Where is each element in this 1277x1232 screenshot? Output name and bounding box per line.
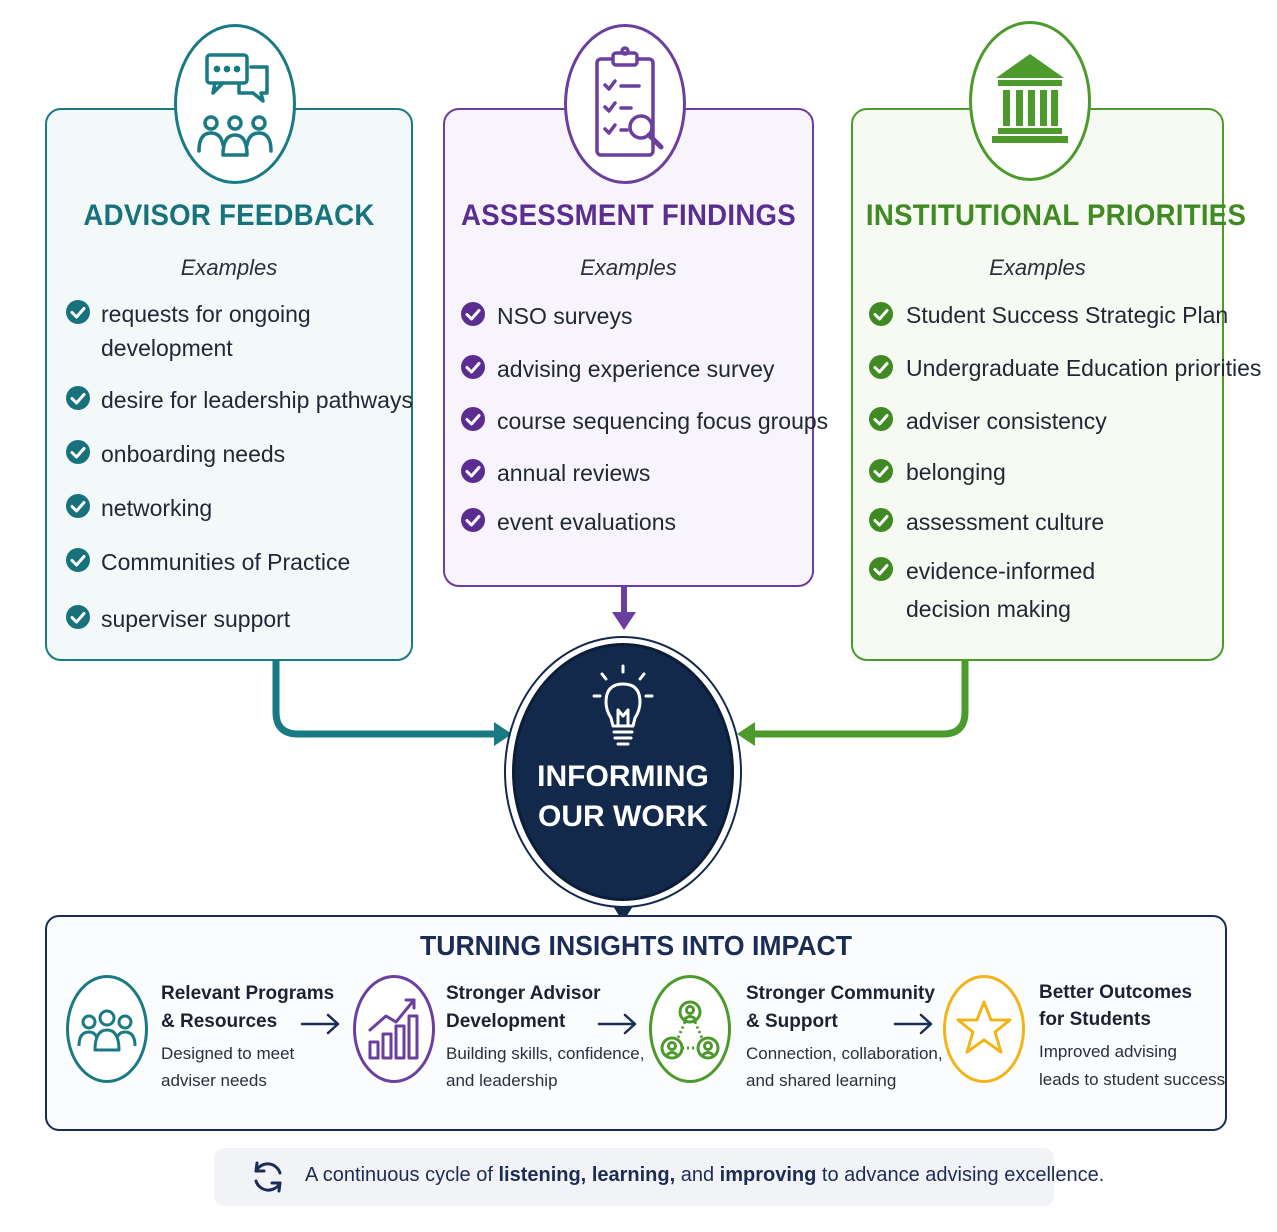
check-icon [869,355,893,379]
footer-word-learning: learning, [591,1164,676,1186]
advisor-feedback-item: superviser support [101,606,291,632]
advisor-feedback-icon-circle [174,24,296,184]
footer-prefix: A continuous cycle of [305,1164,499,1186]
chat-people-icon [197,53,273,157]
teal-connector [272,661,497,738]
step-description: Connection, collaboration, [746,1044,943,1063]
check-icon [869,407,893,431]
assessment-findings-card [443,108,814,587]
step-title: Development [446,1011,566,1032]
institutional-priorities-item: evidence-informed [906,558,1096,584]
check-icon [869,508,893,532]
check-icon [66,300,90,324]
right-arrow-icon [597,1013,637,1035]
footer-mid: and [675,1164,720,1186]
institution-building-icon [992,54,1068,143]
advisor-feedback-item: Communities of Practice [101,549,351,575]
assessment-findings-examples-label: Examples [580,255,677,280]
footer-banner [214,1148,1054,1206]
advisor-feedback-item: networking [101,495,213,521]
assessment-findings-item: NSO surveys [497,303,633,329]
step-title: Stronger Community [746,983,935,1004]
step-description: Improved advising [1039,1042,1177,1061]
impact-title: TURNING INSIGHTS INTO IMPACT [419,930,853,961]
institutional-priorities-examples-label: Examples [989,255,1086,280]
footer-word-improving: improving [719,1164,817,1186]
check-icon [66,605,90,629]
check-icon [869,302,893,326]
footer-text: A continuous cycle of listening, learnin… [305,1164,1104,1187]
checklist-magnifier-icon [595,46,664,157]
advisor-feedback-item: desire for leadership pathways [101,387,413,413]
people-group-icon [77,1009,137,1052]
step-title: & Support [746,1011,838,1032]
assessment-findings-title: ASSESSMENT FINDINGS [461,199,796,232]
step-description: adviser needs [161,1071,267,1090]
star-icon [956,1000,1012,1054]
impact-panel [45,915,1227,1131]
advisor-feedback-item: requests for ongoing [101,301,311,327]
right-arrow-icon [300,1013,340,1035]
step-title: Stronger Advisor [446,983,601,1004]
institutional-priorities-item: decision making [906,596,1071,622]
check-icon [869,557,893,581]
purple-arrowhead [612,612,636,630]
footer-word-listening: listening, [498,1164,587,1186]
assessment-findings-icon-circle [564,24,686,184]
teal-arrowhead [494,722,512,746]
step-icon-circle [353,975,435,1083]
center-title-line2: OUR WORK [538,800,708,833]
step-description: and leadership [446,1071,558,1090]
step-description: Building skills, confidence, [446,1044,645,1063]
right-arrow-icon [893,1013,933,1035]
step-description: leads to student success [1039,1070,1226,1089]
network-people-icon [660,1000,720,1060]
step-icon-circle [649,975,731,1083]
advisor-feedback-item: development [101,335,233,361]
step-description: and shared learning [746,1071,897,1090]
growth-chart-icon [368,998,419,1060]
check-icon [66,440,90,464]
advisor-feedback-examples-label: Examples [180,255,278,280]
institutional-priorities-card [851,108,1224,661]
step-icon-circle [943,975,1025,1083]
step-title: & Resources [161,1011,278,1032]
step-title: Better Outcomes [1039,982,1193,1003]
institutional-priorities-item: Undergraduate Education priorities [906,355,1262,381]
institutional-priorities-icon-circle [969,21,1091,181]
assessment-findings-item: event evaluations [497,509,677,535]
green-connector [752,661,969,738]
footer-suffix: to advance advising excellence. [816,1164,1105,1186]
step-icon-circle [66,975,148,1083]
check-icon [461,355,485,379]
green-arrowhead [737,722,755,746]
check-icon [869,459,893,483]
institutional-priorities-item: belonging [906,459,1006,485]
check-icon [461,508,485,532]
assessment-findings-item: course sequencing focus groups [497,408,829,434]
check-icon [66,548,90,572]
institutional-priorities-item: Student Success Strategic Plan [906,302,1229,328]
cycle-icon [254,1161,282,1193]
step-title: Relevant Programs [161,983,335,1004]
lightbulb-icon [592,664,654,746]
step-title: for Students [1039,1009,1151,1030]
check-icon [461,302,485,326]
institutional-priorities-item: assessment culture [906,509,1105,535]
advisor-feedback-title: ADVISOR FEEDBACK [83,199,375,232]
assessment-findings-item: advising experience survey [497,356,775,382]
check-icon [461,459,485,483]
institutional-priorities-title: INSTITUTIONAL PRIORITIES [865,199,1247,232]
center-node [512,643,734,901]
assessment-findings-item: annual reviews [497,460,651,486]
institutional-priorities-item: adviser consistency [906,408,1107,434]
step-description: Designed to meet [161,1044,295,1063]
check-icon [66,494,90,518]
center-title-line1: INFORMING [537,760,709,793]
advisor-feedback-item: onboarding needs [101,441,286,467]
check-icon [66,386,90,410]
check-icon [461,407,485,431]
